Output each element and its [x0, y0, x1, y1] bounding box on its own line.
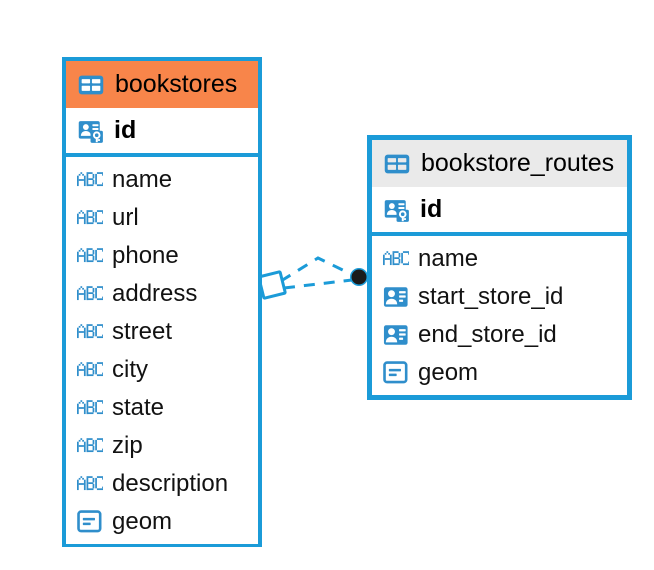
primary-key-icon: [383, 196, 411, 224]
table-icon: [383, 150, 411, 178]
geometry-icon: [383, 361, 409, 385]
field-label: id: [114, 116, 137, 144]
entity-bookstore-routes[interactable]: bookstore_routes id: [367, 135, 632, 400]
abc-text-icon: [77, 397, 103, 419]
field-row-bookstores-id[interactable]: id: [66, 108, 258, 157]
field-label: street: [112, 318, 173, 345]
filled-circle-marker: [350, 268, 368, 286]
geometry-icon: [77, 510, 103, 534]
field-label: start_store_id: [418, 283, 564, 310]
abc-text-icon: [77, 207, 103, 229]
field-row-state[interactable]: state: [66, 389, 258, 427]
primary-key-icon: [77, 117, 105, 145]
relationship-line-lower: [283, 278, 353, 290]
field-row-phone[interactable]: phone: [66, 237, 258, 275]
entity-bookstores-fields: name: [66, 157, 258, 544]
field-row-name[interactable]: name: [66, 161, 258, 199]
field-row-routes-geom[interactable]: geom: [372, 354, 627, 392]
table-icon: [77, 71, 105, 99]
field-label: geom: [112, 508, 173, 535]
field-row-zip[interactable]: zip: [66, 427, 258, 465]
field-row-city[interactable]: city: [66, 351, 258, 389]
field-label: name: [418, 245, 479, 272]
field-label: city: [112, 356, 148, 383]
field-label: zip: [112, 432, 143, 459]
relationship-line-upper: [280, 256, 356, 283]
foreign-key-icon: [383, 322, 409, 348]
entity-bookstore-routes-fields: name start_store_id: [372, 236, 627, 395]
abc-text-icon: [77, 169, 103, 191]
abc-text-icon: [77, 283, 103, 305]
abc-text-icon: [77, 245, 103, 267]
entity-bookstores-header[interactable]: bookstores: [66, 61, 258, 108]
field-label: geom: [418, 359, 479, 386]
field-row-routes-id[interactable]: id: [372, 187, 627, 236]
field-label: address: [112, 280, 198, 307]
field-row-geom[interactable]: geom: [66, 503, 258, 541]
field-row-url[interactable]: url: [66, 199, 258, 237]
field-row-address[interactable]: address: [66, 275, 258, 313]
field-row-street[interactable]: street: [66, 313, 258, 351]
field-label: state: [112, 394, 165, 421]
field-row-start-store-id[interactable]: start_store_id: [372, 278, 627, 316]
entity-bookstore-routes-title: bookstore_routes: [421, 149, 615, 177]
field-row-end-store-id[interactable]: end_store_id: [372, 316, 627, 354]
abc-text-icon: [77, 435, 103, 457]
abc-text-icon: [77, 321, 103, 343]
field-row-description[interactable]: description: [66, 465, 258, 503]
entity-bookstore-routes-header[interactable]: bookstore_routes: [372, 140, 627, 187]
field-row-routes-name[interactable]: name: [372, 240, 627, 278]
field-label: description: [112, 470, 229, 497]
entity-bookstores-title: bookstores: [115, 70, 238, 98]
entity-bookstores[interactable]: bookstores id: [62, 57, 262, 547]
abc-text-icon: [383, 248, 409, 270]
abc-text-icon: [77, 359, 103, 381]
foreign-key-icon: [383, 284, 409, 310]
diamond-marker: [257, 270, 287, 300]
field-label: id: [420, 195, 443, 223]
abc-text-icon: [77, 473, 103, 495]
field-label: name: [112, 166, 173, 193]
field-label: url: [112, 204, 139, 231]
field-label: phone: [112, 242, 179, 269]
field-label: end_store_id: [418, 321, 557, 348]
